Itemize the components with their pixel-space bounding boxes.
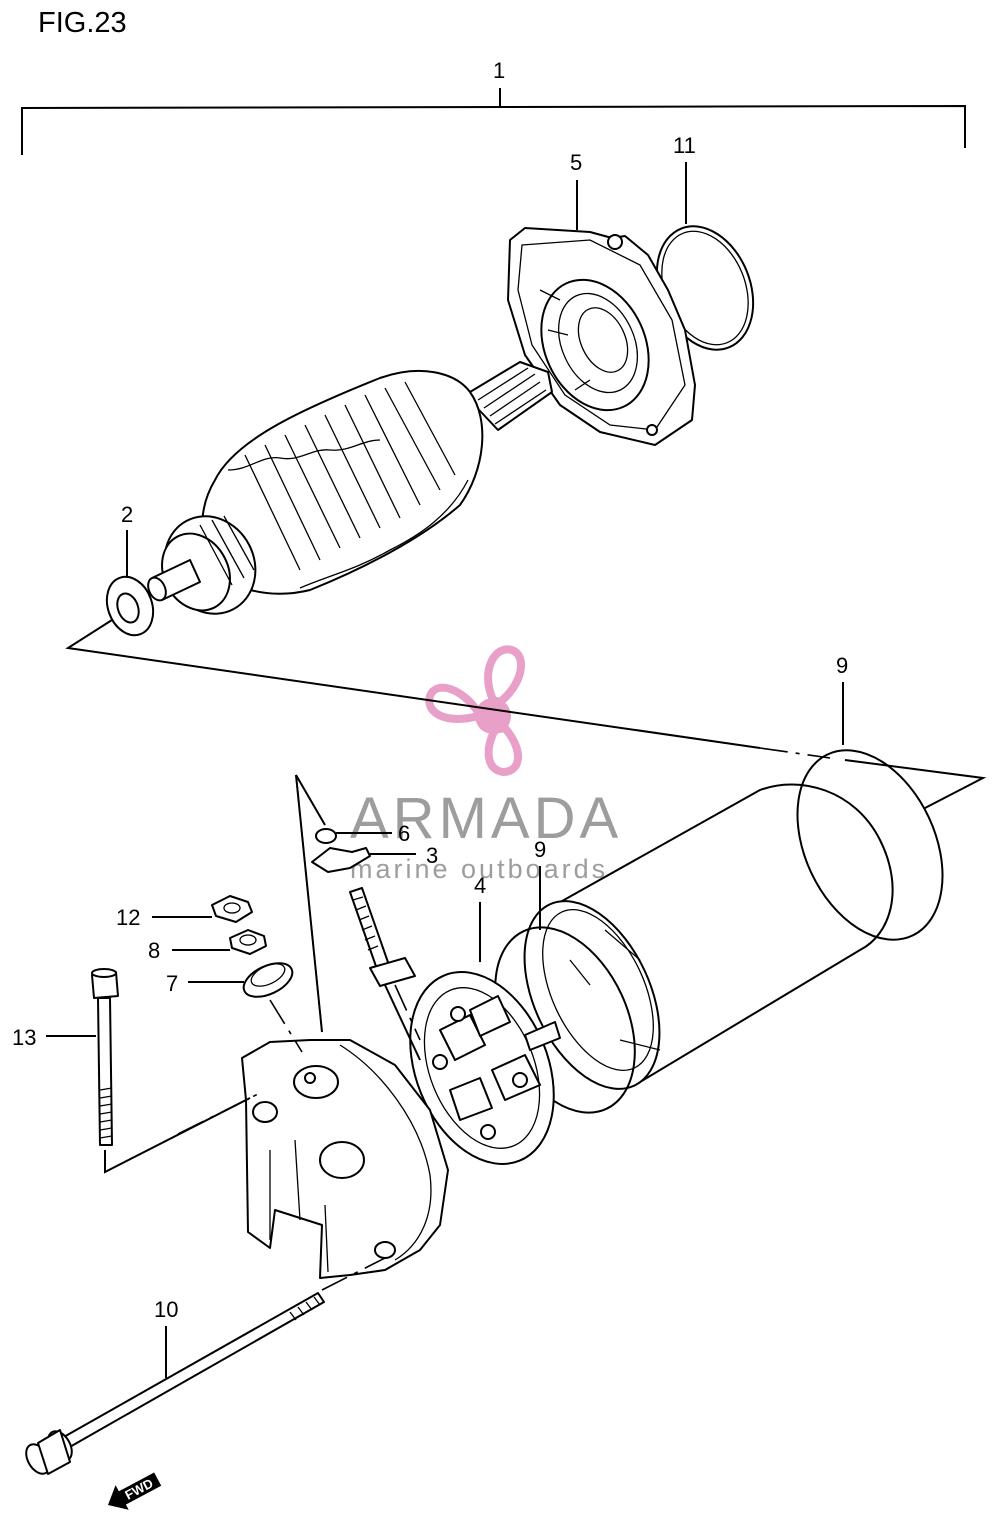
callout-5: 5 xyxy=(570,150,582,175)
callout-2: 2 xyxy=(121,502,133,527)
assembly-bracket xyxy=(21,88,966,155)
callout-13: 13 xyxy=(12,1025,36,1050)
part-2-washer xyxy=(105,575,155,637)
armature xyxy=(147,361,553,615)
leader-lines xyxy=(46,162,844,1378)
part-9-gasket-upper xyxy=(796,749,944,941)
terminal-bolt xyxy=(349,887,421,1061)
watermark-tagline: marine outboards xyxy=(350,854,608,884)
part-10-through-bolt xyxy=(25,1292,325,1475)
propeller-icon xyxy=(425,645,525,777)
part-9-yoke xyxy=(523,783,894,1090)
callout-4: 4 xyxy=(474,873,486,898)
part-8-nut xyxy=(229,929,267,955)
part-3-clip xyxy=(311,847,371,873)
callout-12: 12 xyxy=(116,905,140,930)
callout-1: 1 xyxy=(493,58,505,83)
part-7-insulator xyxy=(242,962,294,998)
part-6-washer xyxy=(315,828,337,844)
rear-end-frame xyxy=(241,1039,449,1279)
fwd-arrow-icon xyxy=(108,1472,162,1510)
callout-9-upper: 9 xyxy=(836,653,848,678)
figure-title: FIG.23 xyxy=(38,7,127,39)
alignment-lines xyxy=(65,619,987,1291)
callout-9-lower: 9 xyxy=(534,837,546,862)
part-4-brush-holder xyxy=(409,971,561,1165)
fwd-direction-marker: FWD xyxy=(108,1472,162,1510)
part-5-front-bracket xyxy=(507,227,696,446)
callout-8: 8 xyxy=(148,938,160,963)
part-13-bolt xyxy=(91,968,119,1146)
callout-labels: 1 2 3 4 5 6 7 8 9 9 10 11 12 13 xyxy=(12,58,848,1322)
callout-11: 11 xyxy=(673,133,696,158)
part-12-nut xyxy=(211,895,253,923)
callout-3: 3 xyxy=(426,843,438,868)
fwd-label: FWD xyxy=(122,1476,155,1503)
callout-10: 10 xyxy=(154,1297,178,1322)
watermark: ARMADA marine outboards xyxy=(350,645,622,884)
callout-7: 7 xyxy=(166,971,178,996)
watermark-brand: ARMADA xyxy=(350,786,622,851)
callout-6: 6 xyxy=(398,821,410,846)
